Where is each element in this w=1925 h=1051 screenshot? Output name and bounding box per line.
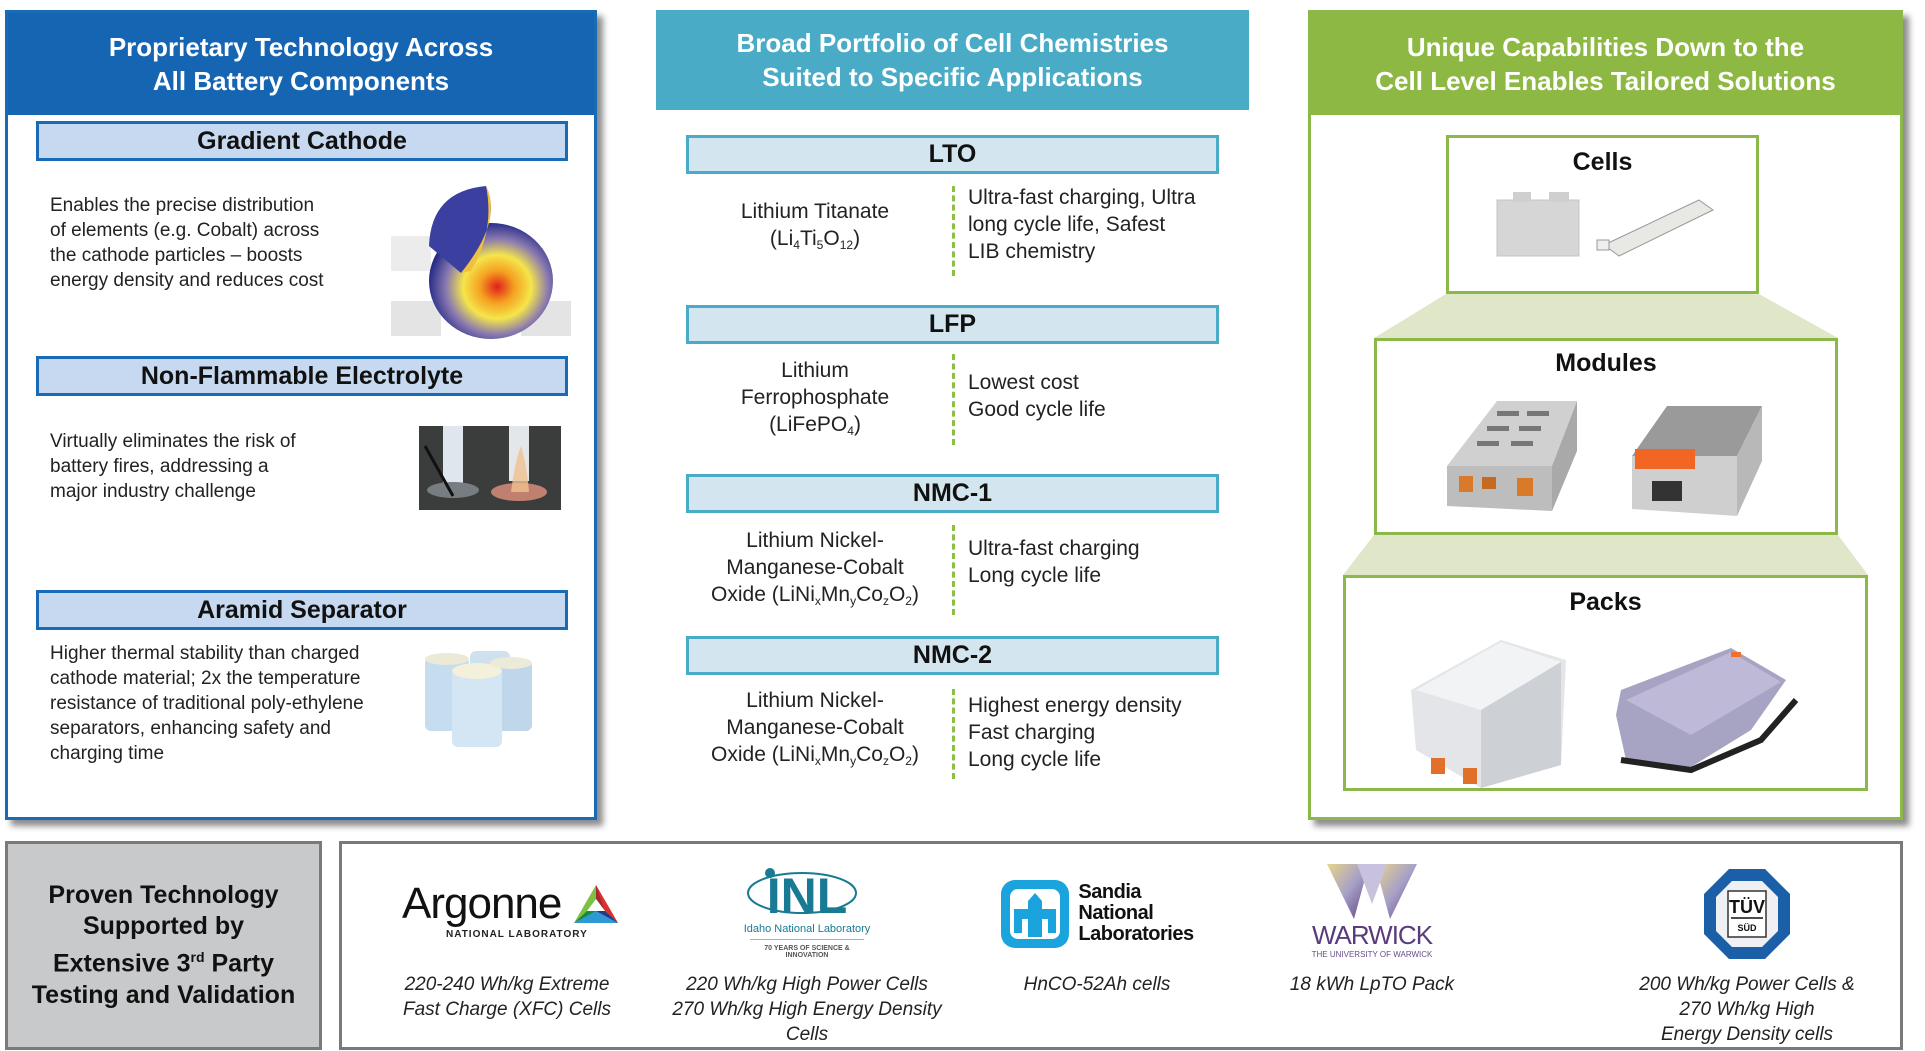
panel-title: Unique Capabilities Down to the Cell Lev… <box>1311 13 1900 115</box>
tech-title-gradient-cathode: Gradient Cathode <box>36 121 568 161</box>
modules-to-packs-connector <box>1343 535 1868 575</box>
ordinal-superscript: rd <box>190 949 205 966</box>
argonne-logo: Argonne NATIONAL LABORATORY <box>342 856 672 971</box>
argonne-triangle-icon <box>574 884 618 923</box>
partners-box: Argonne NATIONAL LABORATORY 220-240 Wh/k… <box>339 841 1903 1050</box>
level-label: Packs <box>1569 588 1642 616</box>
chem-name-line: Lithium Nickel- <box>746 689 884 712</box>
inl-divider <box>750 939 864 940</box>
chem-title-lfp: LFP <box>686 305 1219 344</box>
chem-formula: Oxide (LiNixMnyCozO2) <box>711 743 919 768</box>
cells-to-modules-connector <box>1374 294 1838 338</box>
warwick-wordmark: WARWICK <box>1311 919 1433 950</box>
chem-name-line: Lithium <box>781 359 849 382</box>
argonne-subname: NATIONAL LABORATORY <box>446 928 588 940</box>
warwick-w-icon <box>1327 863 1417 919</box>
packs-image <box>1411 640 1799 788</box>
partner-caption: 200 Wh/kg Power Cells & 270 Wh/kg High E… <box>1639 974 1855 1045</box>
partner-caption: 18 kWh LpTO Pack <box>1289 974 1455 995</box>
inl-logo: INL Idaho National Laboratory 70 YEARS O… <box>657 856 957 971</box>
proven-technology-text: Proven Technology Supported by Extensive… <box>32 880 295 1010</box>
inl-subname: Idaho National Laboratory <box>743 923 871 935</box>
gradient-cathode-particle-image <box>391 186 571 339</box>
cell-chemistries-header: Broad Portfolio of Cell Chemistries Suit… <box>656 10 1249 110</box>
chem-divider <box>952 186 955 276</box>
partner-warwick: WARWICK THE UNIVERSITY OF WARWICK 18 kWh… <box>1237 844 1507 1047</box>
chem-formula: (LiFePO4) <box>769 413 861 438</box>
chem-name-line: Lithium Nickel- <box>746 529 884 552</box>
level-box-modules: Modules <box>1374 338 1838 535</box>
tuv-text: TÜV <box>1729 897 1765 917</box>
hierarchy-connectors <box>1343 294 1868 575</box>
chem-name-lto: Lithium Titanate (Li4Ti5O12) <box>690 198 940 259</box>
level-box-packs: Packs <box>1343 575 1868 791</box>
argonne-wordmark: Argonne <box>402 878 562 928</box>
chem-name-line: Manganese-Cobalt <box>726 556 904 579</box>
chem-divider <box>952 525 955 615</box>
partner-tuv-sud: TÜV SÜD 200 Wh/kg Power Cells & 270 Wh/k… <box>1592 844 1902 1047</box>
chem-features-lto: Ultra-fast charging, Ultra long cycle li… <box>968 186 1196 263</box>
chem-name-line: Lithium Titanate <box>740 200 890 223</box>
warwick-subname: THE UNIVERSITY OF WARWICK <box>1311 949 1433 959</box>
chem-title-nmc-1: NMC-1 <box>686 474 1219 513</box>
level-label: Cells <box>1572 148 1633 176</box>
inl-tagline: 70 YEARS OF SCIENCE & INNOVATION <box>764 945 850 959</box>
level-box-cells: Cells <box>1446 135 1759 294</box>
warwick-logo: WARWICK THE UNIVERSITY OF WARWICK <box>1237 856 1507 971</box>
proven-line: Proven Technology <box>48 881 279 910</box>
chem-formula: Oxide (LiNixMnyCozO2) <box>711 583 919 608</box>
partner-sandia: Sandia National Laboratories HnCO-52Ah c… <box>962 844 1232 1047</box>
partner-caption: 220 Wh/kg High Power Cells 270 Wh/kg Hig… <box>672 974 942 1045</box>
tech-desc-non-flammable-electrolyte: Virtually eliminates the risk of battery… <box>50 431 296 502</box>
tech-desc-gradient-cathode: Enables the precise distribution of elem… <box>50 195 324 291</box>
proven-line-part: Extensive 3 <box>52 949 191 978</box>
svg-text:INL: INL <box>767 868 848 921</box>
chem-name-line: Ferrophosphate <box>740 386 890 409</box>
partner-caption: HnCO-52Ah cells <box>1023 974 1171 995</box>
panel-title: Proprietary Technology Across All Batter… <box>8 13 594 115</box>
partner-caption: 220-240 Wh/kg Extreme Fast Charge (XFC) … <box>403 974 611 1020</box>
chem-name-lfp: Lithium Ferrophosphate (LiFePO4) <box>690 357 940 445</box>
chem-divider <box>952 689 955 779</box>
partner-inl: INL Idaho National Laboratory 70 YEARS O… <box>657 844 957 1047</box>
partner-argonne: Argonne NATIONAL LABORATORY 220-240 Wh/k… <box>342 844 672 1047</box>
tech-title-aramid-separator: Aramid Separator <box>36 590 568 630</box>
separator-rolls-image <box>425 651 532 747</box>
proprietary-technology-panel: Proprietary Technology Across All Batter… <box>5 10 597 820</box>
chem-features-nmc-2: Highest energy density Fast charging Lon… <box>968 694 1182 771</box>
cells-image <box>1496 192 1714 257</box>
proven-line: Testing and Validation <box>31 980 296 1009</box>
chem-formula: (Li4Ti5O12) <box>769 227 861 252</box>
chem-title-nmc-2: NMC-2 <box>686 636 1219 675</box>
proven-line-part: Party <box>204 949 275 978</box>
chem-divider <box>952 354 955 445</box>
chem-name-line: Manganese-Cobalt <box>726 716 904 739</box>
proven-technology-box: Proven Technology Supported by Extensive… <box>5 841 322 1050</box>
chem-name-nmc-1: Lithium Nickel- Manganese-Cobalt Oxide (… <box>690 527 940 615</box>
tuv-sud-logo: TÜV SÜD <box>1592 856 1902 971</box>
sandia-wordmark: Sandia National Laboratories <box>1078 881 1194 945</box>
chem-name-nmc-2: Lithium Nickel- Manganese-Cobalt Oxide (… <box>690 687 940 775</box>
proven-line: Supported by <box>82 912 245 941</box>
inl-mark-icon: INL <box>747 868 857 921</box>
tuv-sud-octagon-icon: TÜV SÜD <box>1704 868 1790 959</box>
tech-title-non-flammable-electrolyte: Non-Flammable Electrolyte <box>36 356 568 396</box>
sandia-logo: Sandia National Laboratories <box>962 856 1232 971</box>
level-label: Modules <box>1555 349 1657 377</box>
sud-text: SÜD <box>1737 923 1757 933</box>
chem-features-nmc-1: Ultra-fast charging Long cycle life <box>968 537 1140 587</box>
sandia-thunderbird-icon <box>1001 879 1070 948</box>
proven-line: Extensive 3rd Party <box>32 942 295 979</box>
chem-title-lto: LTO <box>686 135 1219 174</box>
electrolyte-flame-test-image <box>419 426 561 510</box>
modules-image <box>1447 401 1762 516</box>
tech-desc-aramid-separator: Higher thermal stability than charged ca… <box>50 643 364 764</box>
chem-features-lfp: Lowest cost Good cycle life <box>968 371 1106 421</box>
